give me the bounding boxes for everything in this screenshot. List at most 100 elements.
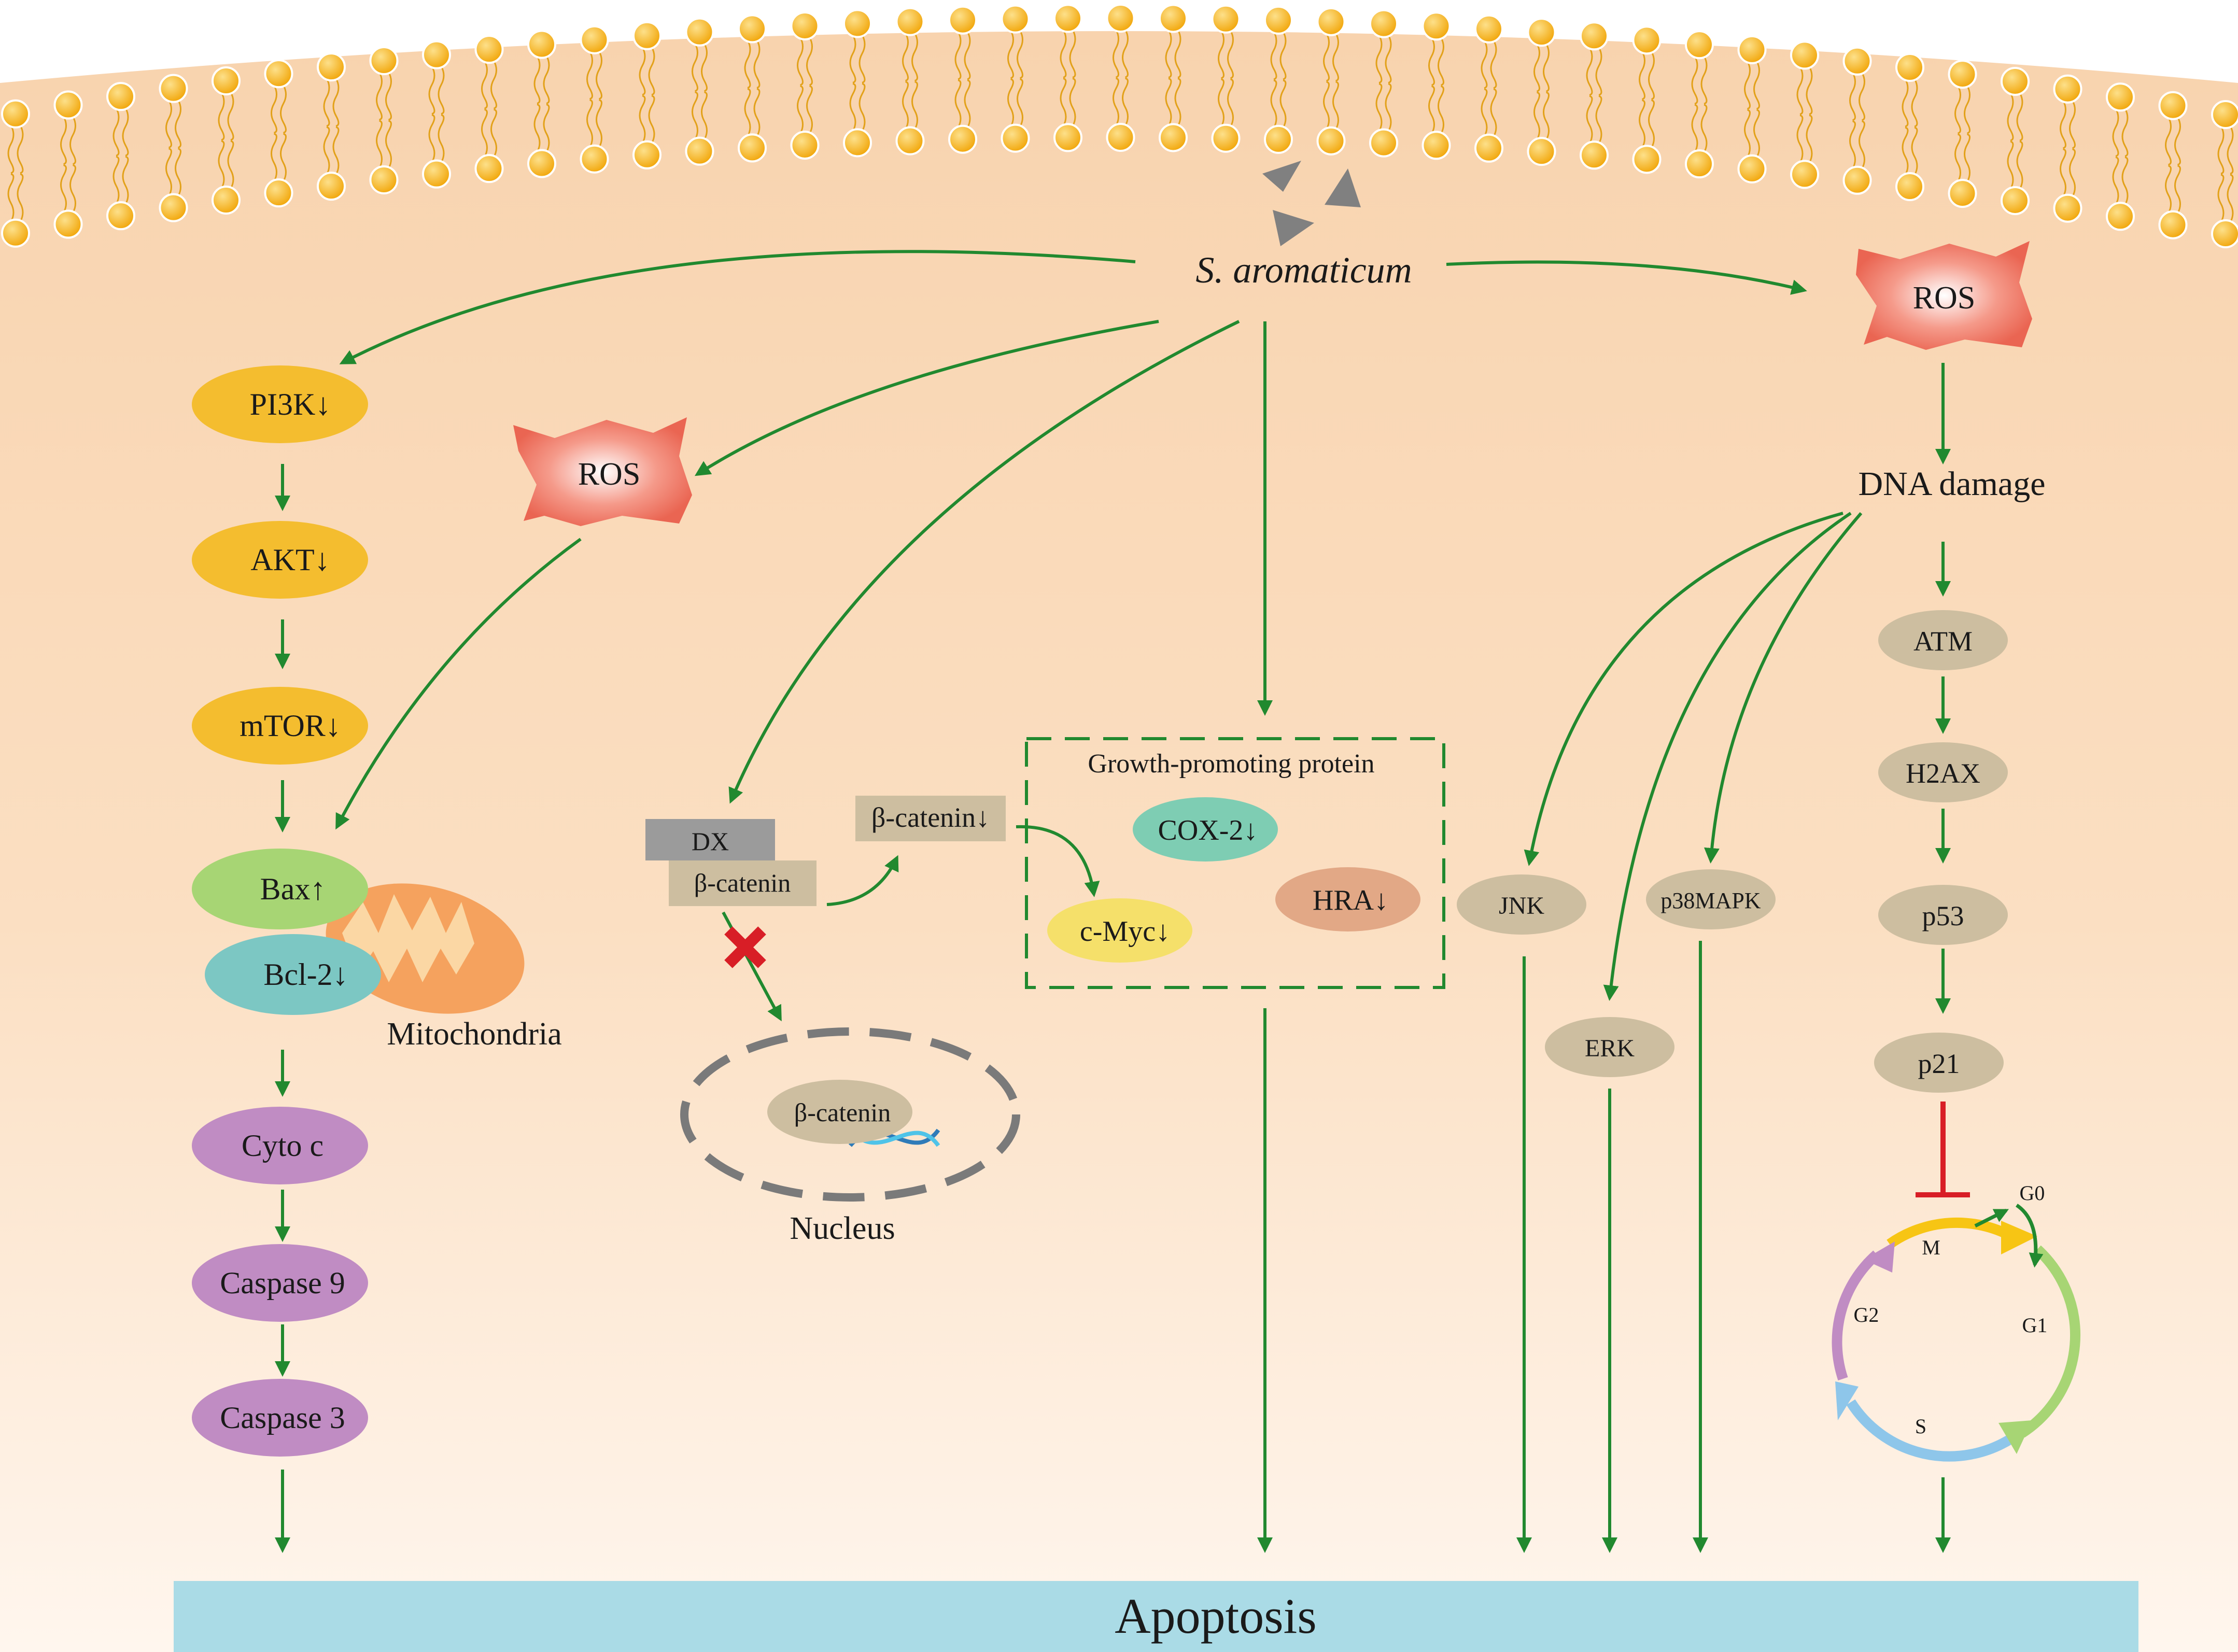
bcat-bound-box: [669, 860, 817, 906]
lipid-head: [1053, 123, 1082, 152]
erk-node: [1545, 1017, 1674, 1077]
lipid-head: [1685, 30, 1714, 60]
lipid-head: [264, 178, 293, 208]
lipid-tail: [1060, 29, 1067, 78]
lipid-tail: [1911, 126, 1918, 176]
lipid-tail: [1481, 40, 1488, 89]
lipid-tail: [744, 88, 751, 137]
lipid-tail: [1639, 51, 1645, 100]
lipid-tail: [1323, 33, 1330, 82]
lipid-tail: [797, 85, 804, 134]
lipid-head: [1421, 131, 1451, 160]
caspase9-label: Caspase 9: [220, 1266, 345, 1300]
cytoplasm: [0, 31, 2238, 1652]
lipid-tail: [797, 37, 804, 86]
bcat-free-box: [855, 796, 1006, 841]
lipid-head: [1474, 14, 1503, 44]
lipid-tail: [648, 95, 655, 144]
lipid-tail: [2007, 140, 2014, 190]
lipid-tail: [692, 43, 698, 92]
lipid-head: [632, 21, 661, 50]
lipid-tail: [7, 125, 15, 174]
lipid-tail: [69, 116, 76, 165]
lipid-tail: [490, 60, 497, 109]
lipid-tail: [1806, 66, 1813, 115]
mitochondria-label: Mitochondria: [387, 1016, 562, 1052]
bcat-nuclear-node: [767, 1080, 912, 1144]
dna-damage-label: DNA damage: [1858, 465, 2045, 503]
lipid-tail: [543, 104, 550, 153]
dx-box: [645, 819, 775, 860]
lipid-head: [212, 66, 241, 95]
lipid-tail: [1543, 43, 1550, 92]
lipid-head: [106, 82, 135, 111]
lipid-tail: [69, 164, 76, 214]
cmyc-node: [1047, 898, 1192, 963]
lipid-tail: [112, 107, 120, 157]
lipid-tail: [1438, 37, 1444, 86]
lipid-tail: [1279, 31, 1287, 80]
lipid-head: [895, 126, 925, 156]
lipid-head: [422, 159, 451, 189]
lipid-head: [1159, 123, 1188, 152]
caspase3-node: [192, 1379, 368, 1457]
lipid-tail: [2121, 156, 2129, 206]
lipid-head: [580, 144, 609, 174]
cmyc-label: c-Myc↓: [1080, 915, 1170, 948]
lipid-tail: [1165, 77, 1172, 127]
lipid-tail: [586, 99, 593, 148]
lipid-tail: [2165, 116, 2172, 166]
lipid-tail: [1017, 30, 1023, 79]
block-x-icon: [724, 926, 766, 968]
lipid-tail: [1438, 85, 1444, 135]
lipid-tail: [271, 133, 277, 182]
lipid-head: [580, 25, 609, 54]
p21-node: [1874, 1033, 2004, 1093]
lipid-tail: [376, 72, 383, 121]
lipid-tail: [1796, 114, 1804, 164]
lipid-head: [1053, 4, 1082, 33]
lipid-head: [1842, 46, 1872, 76]
jnk-label: JNK: [1499, 892, 1544, 920]
agent-arrows: [275, 250, 1951, 1553]
lipid-tail: [1122, 29, 1129, 78]
lipid-tail: [271, 84, 277, 134]
lipid-tail: [481, 60, 488, 109]
atm-node: [1878, 610, 2008, 670]
lipid-tail: [227, 92, 234, 141]
lipid-tail: [1007, 30, 1014, 79]
phase-s: S: [1915, 1415, 1926, 1438]
agent-label: S. aromaticum: [1195, 249, 1412, 291]
bcl2-label: Bcl-2↓: [263, 957, 348, 992]
lipid-tail: [2060, 100, 2066, 149]
lipid-tail: [849, 34, 856, 83]
lipid-tail: [332, 78, 340, 127]
lipid-tail: [1911, 78, 1918, 128]
lipid-tail: [639, 95, 646, 144]
lipid-tail: [1648, 51, 1655, 100]
jnk-node: [1457, 874, 1586, 935]
lipid-head: [2211, 219, 2238, 248]
lipid-tail: [1375, 83, 1383, 132]
lipid-tail: [1859, 120, 1865, 170]
phase-m: M: [1922, 1236, 1940, 1259]
bcl2-node: [205, 934, 381, 1015]
lipid-head: [895, 7, 925, 36]
lipid-tail: [17, 125, 24, 174]
lipid-tail: [2217, 174, 2225, 223]
cytoc-label: Cyto c: [242, 1128, 323, 1163]
lipid-tail: [1902, 78, 1909, 128]
lipid-tail: [648, 47, 655, 96]
h2ax-node: [1878, 742, 2008, 802]
growth-protein-box: [1025, 737, 1445, 989]
lipid-tail: [1691, 104, 1698, 153]
lipid-tail: [112, 156, 120, 205]
lipid-head: [1316, 126, 1346, 156]
lipid-tail: [2069, 148, 2076, 197]
lipid-tail: [1270, 31, 1277, 80]
lipid-head: [1001, 123, 1030, 153]
lipid-tail: [1796, 66, 1804, 115]
lipid-head: [738, 133, 767, 163]
lipid-tail: [376, 120, 383, 169]
